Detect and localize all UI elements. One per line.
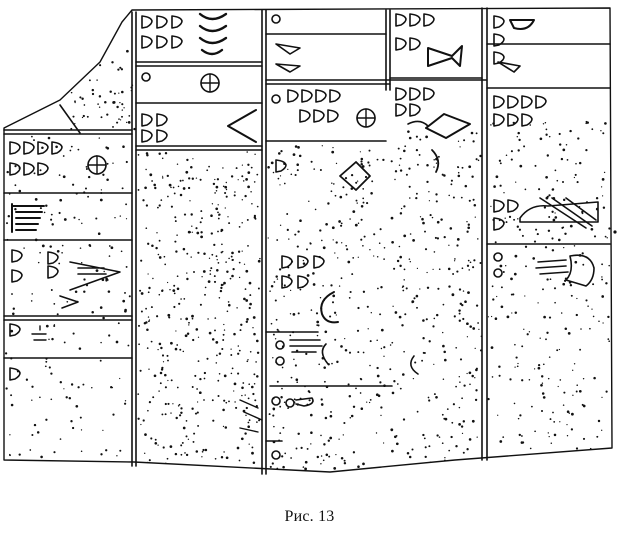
column-dividers — [131, 7, 488, 475]
col4-signs — [395, 13, 471, 173]
tablet-outline — [3, 7, 613, 473]
tablet-drawing — [3, 7, 617, 475]
col2-signs — [141, 12, 263, 433]
col3-signs — [271, 14, 419, 460]
stray-mark — [613, 230, 617, 234]
col1-signs — [9, 141, 121, 381]
case-lines — [3, 33, 611, 442]
damaged-surface-speckles — [4, 43, 611, 471]
col5-signs — [493, 15, 599, 287]
figure-caption: Рис. 13 — [284, 508, 335, 525]
